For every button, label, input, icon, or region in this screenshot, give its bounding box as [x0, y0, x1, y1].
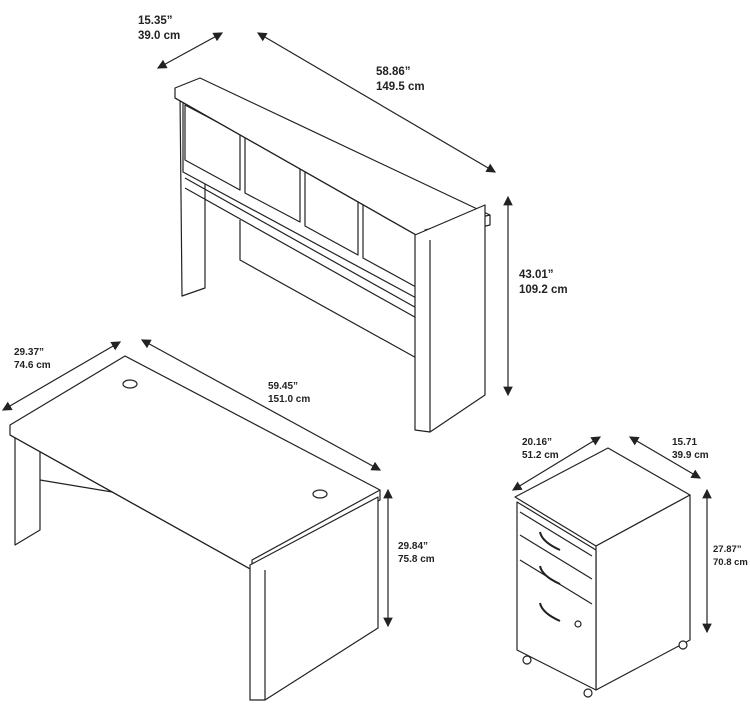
pedestal-height-label: 27.87”70.8 cm [713, 544, 748, 568]
dim-pedestal-width [628, 436, 702, 479]
dim-hutch-depth [156, 32, 224, 69]
desk-drawing [9, 355, 381, 701]
dim-pedestal-depth [511, 436, 602, 491]
dim-hutch-width [256, 32, 497, 173]
dim-desk-depth [1, 341, 122, 411]
desk-depth-label: 29.37”74.6 cm [14, 347, 51, 371]
dim-desk-width [140, 339, 382, 471]
pedestal-depth-label: 20.16”51.2 cm [522, 437, 559, 461]
hutch-height-label: 43.01”109.2 cm [519, 269, 568, 296]
drawer-handle-icon [539, 602, 561, 622]
lock-icon [574, 620, 582, 628]
drawer-handle-icon [539, 565, 561, 585]
hutch-drawing [174, 77, 491, 433]
caster-icon [522, 655, 532, 665]
pedestal-drawing [514, 447, 691, 698]
desk-height-label: 29.84”75.8 cm [398, 541, 435, 565]
grommet-icon [122, 379, 138, 389]
desk-width-label: 59.45”151.0 cm [268, 381, 311, 405]
hutch-depth-label: 15.35”39.0 cm [138, 15, 181, 42]
hutch-width-label: 58.86”149.5 cm [376, 66, 425, 93]
drawer-handle-icon [539, 531, 561, 551]
grommet-icon [312, 489, 328, 499]
caster-icon [583, 688, 593, 698]
caster-icon [678, 640, 688, 650]
